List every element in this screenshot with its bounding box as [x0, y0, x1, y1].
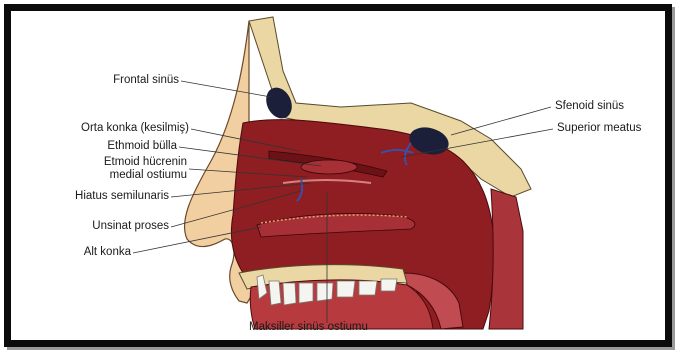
pharynx-wall: [489, 189, 523, 329]
label-superior-meatus: Superior meatus: [557, 122, 641, 135]
ethmoid-bulla: [301, 160, 357, 174]
label-sfenoid-sinus: Sfenoid sinüs: [555, 100, 624, 113]
label-unsinat-proses: Unsinat proses: [31, 220, 169, 233]
figure-frame: Frontal sinüs Orta konka (kesilmiş) Ethm…: [4, 4, 672, 347]
label-hiatus-semilunaris: Hiatus semilunaris: [41, 190, 169, 203]
label-ethmoid-bulla: Ethmoid bülla: [51, 140, 177, 153]
label-etmoid-hucre-line2: medial ostiumu: [51, 169, 187, 182]
label-frontal-sinus: Frontal sinüs: [69, 74, 179, 87]
label-maksiller-sinus-ostiumu: Maksiller sinüs ostiumu: [249, 321, 368, 334]
label-etmoid-hucre-line1: Etmoid hücrenin: [51, 156, 187, 169]
label-alt-konka: Alt konka: [31, 246, 131, 259]
label-orta-konka: Orta konka (kesilmiş): [31, 122, 189, 135]
